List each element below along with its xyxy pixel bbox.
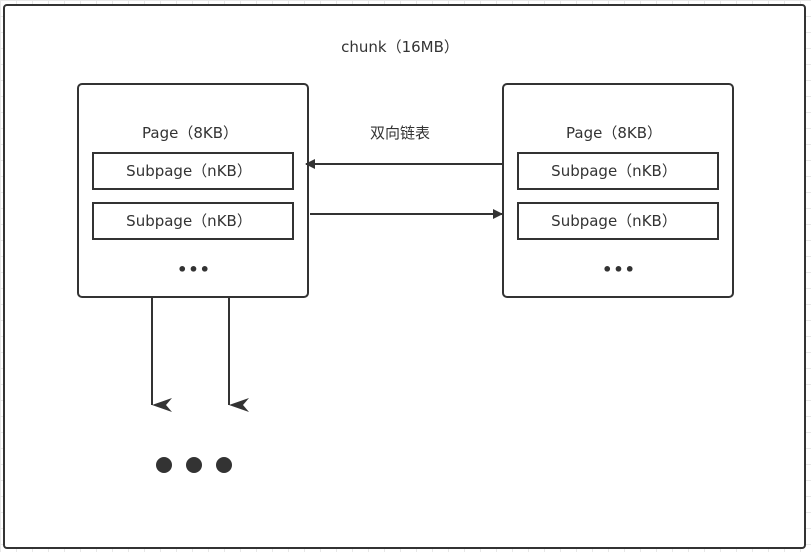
ellipsis-dot-3 <box>216 457 232 473</box>
ellipsis-dot-2 <box>186 457 202 473</box>
link-label: 双向链表 <box>370 124 430 142</box>
page-right-subpage-2-label: Subpage（nKB） <box>551 212 677 230</box>
page-left-subpage-1-label: Subpage（nKB） <box>126 162 252 180</box>
chunk-label: chunk（16MB） <box>341 38 459 56</box>
page-right-ellipsis: ••• <box>602 260 636 279</box>
page-right <box>502 83 734 298</box>
page-left-subpage-1 <box>92 152 294 190</box>
page-left <box>77 83 309 298</box>
page-left-ellipsis: ••• <box>177 260 211 279</box>
page-right-subpage-2 <box>517 202 719 240</box>
page-left-subpage-2 <box>92 202 294 240</box>
page-left-subpage-2-label: Subpage（nKB） <box>126 212 252 230</box>
page-right-subpage-1 <box>517 152 719 190</box>
page-right-subpage-1-label: Subpage（nKB） <box>551 162 677 180</box>
ellipsis-dot-1 <box>156 457 172 473</box>
page-left-label: Page（8KB） <box>142 124 238 142</box>
page-right-label: Page（8KB） <box>566 124 662 142</box>
